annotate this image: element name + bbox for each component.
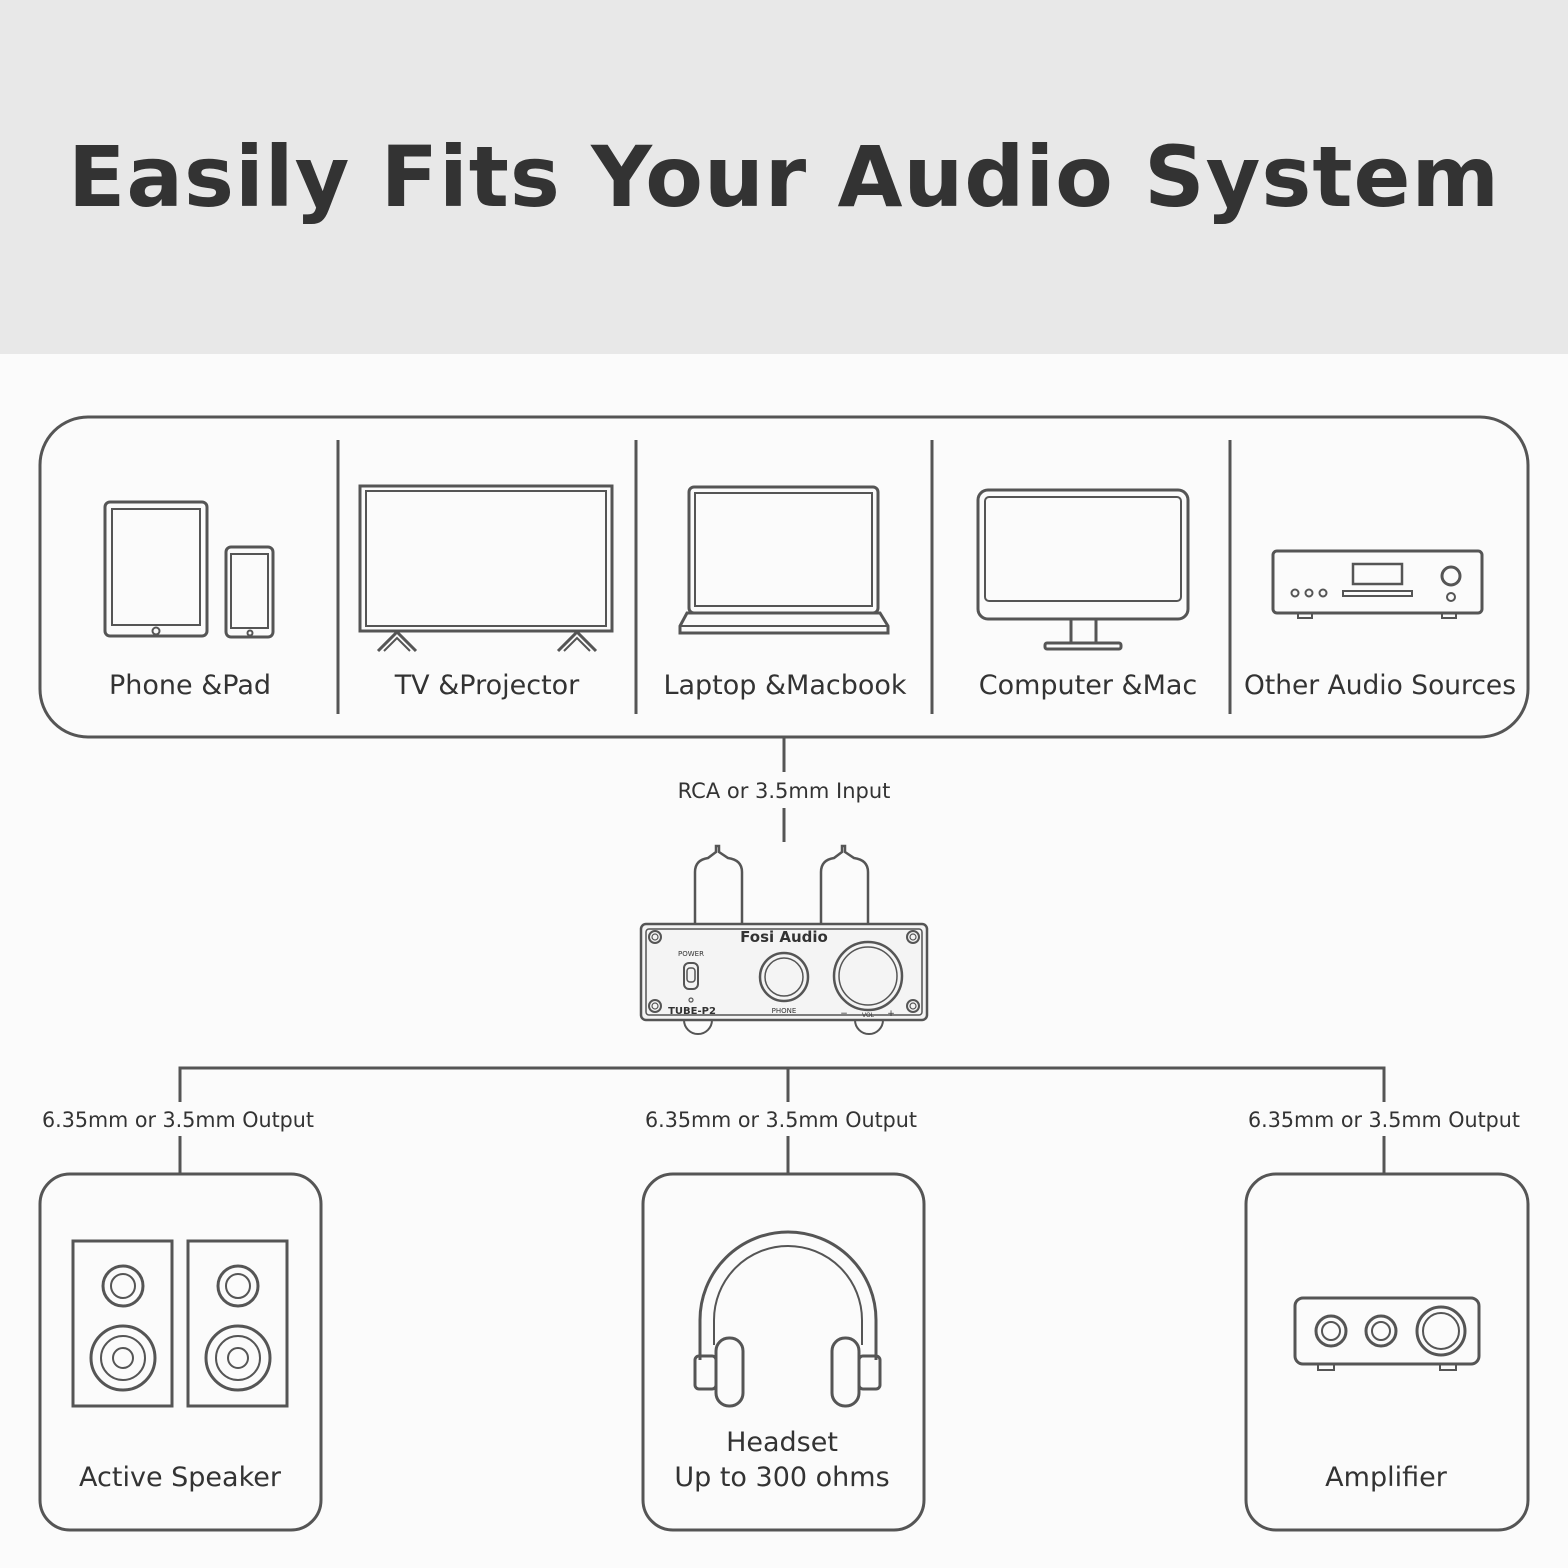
device-vol-label: VOL: [862, 1012, 875, 1019]
output-label-headset-impedance: Up to 300 ohms: [674, 1462, 889, 1493]
tv-icon: [358, 484, 614, 653]
tablet-phone-icon: [103, 500, 275, 639]
output-bus: [178, 1066, 1386, 1102]
output-box-amplifier: [1244, 1172, 1530, 1532]
output-label-amplifier: Amplifier: [1325, 1462, 1448, 1493]
output-label-headset: Headset: [726, 1427, 838, 1458]
monitor-icon: [976, 488, 1190, 651]
source-label-computer: Computer &Mac: [979, 670, 1198, 701]
device-minus-label: −: [840, 1009, 848, 1019]
device-power-label: POWER: [678, 950, 704, 958]
device-model: TUBE-P2: [668, 1006, 716, 1017]
device-phone-label: PHONE: [772, 1007, 797, 1015]
source-label-laptop: Laptop &Macbook: [663, 670, 906, 701]
audio-source-icon: [1271, 549, 1484, 619]
output-connection-label: 6.35mm or 3.5mm Output: [1248, 1108, 1520, 1132]
output-box-headset: [641, 1172, 926, 1532]
output-label-speaker: Active Speaker: [79, 1462, 282, 1493]
sources-panel: [38, 415, 1530, 739]
headphones-icon: [693, 1230, 882, 1408]
page-title: Easily Fits Your Audio System: [67, 128, 1501, 226]
tube-amp-device: [639, 844, 929, 1035]
device-plus-label: +: [887, 1009, 895, 1019]
vacuum-tube: [819, 844, 870, 924]
output-connection-label: 6.35mm or 3.5mm Output: [645, 1108, 917, 1132]
input-connection-label: RCA or 3.5mm Input: [678, 779, 891, 803]
laptop-icon: [678, 485, 890, 635]
source-label-phone-pad: Phone &Pad: [109, 670, 271, 701]
speaker-icon: [71, 1239, 289, 1408]
amplifier-icon: [1293, 1296, 1481, 1371]
vacuum-tube: [693, 844, 744, 924]
output-connection-label: 6.35mm or 3.5mm Output: [42, 1108, 314, 1132]
header-band: [0, 0, 1568, 354]
source-label-tv-projector: TV &Projector: [394, 670, 580, 701]
source-label-other: Other Audio Sources: [1244, 670, 1516, 701]
device-brand: Fosi Audio: [740, 928, 828, 946]
output-box-speaker: [38, 1172, 323, 1532]
